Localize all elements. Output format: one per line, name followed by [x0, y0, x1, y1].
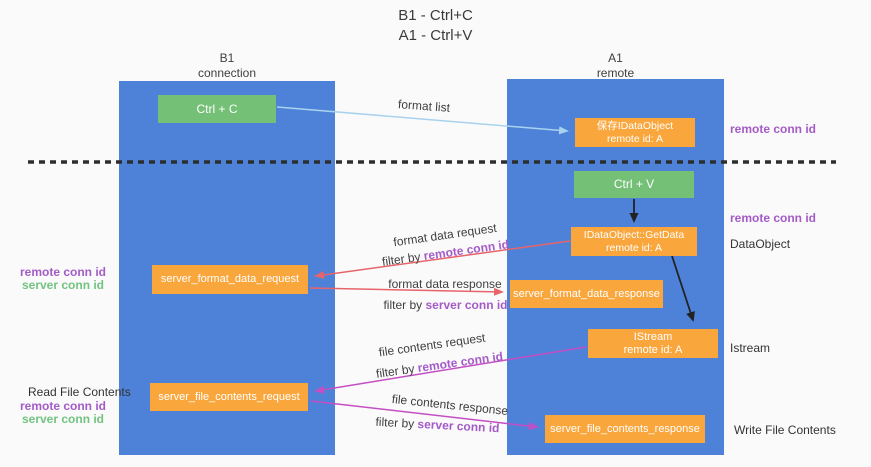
node-getdata-line2: remote id: A — [605, 241, 663, 254]
filter-by-text: filter by — [375, 414, 418, 431]
title-line-2: A1 - Ctrl+V — [398, 27, 473, 44]
remote-conn-id-label: remote conn id — [19, 265, 106, 279]
left-lane-name: B1 — [219, 51, 235, 65]
node-save-dataobject: 保存IDataObject remote id: A — [575, 118, 695, 147]
file-contents-response-filter-label: filter by server conn id — [355, 414, 521, 437]
left-lane-subtitle: connection — [197, 66, 257, 80]
remote-conn-id-label: remote conn id — [19, 399, 106, 413]
node-istream-line1: IStream — [633, 330, 673, 343]
title-line-1: B1 - Ctrl+C — [398, 7, 473, 24]
node-server-format-data-response-label: server_format_data_response — [513, 287, 660, 300]
right-mid-remote-conn-id-label: remote conn id — [730, 211, 817, 225]
node-server-file-contents-request-label: server_file_contents_request — [158, 390, 300, 403]
filter-by-text: filter by — [375, 361, 419, 381]
page-title: B1 - Ctrl+C A1 - Ctrl+V — [0, 6, 871, 46]
node-save-dataobject-line2: remote id: A — [606, 132, 664, 145]
node-server-file-contents-response-label: server_file_contents_response — [550, 422, 700, 435]
right-lane-subtitle: remote — [596, 66, 635, 80]
format-data-response-label: format data response — [388, 277, 502, 291]
right-lane-name: A1 — [608, 51, 623, 65]
dataobject-label: DataObject — [730, 237, 791, 251]
node-getdata-line1: IDataObject::GetData — [583, 228, 685, 241]
left-format-conn-ids: remote conn id server conn id — [10, 266, 116, 292]
node-server-file-contents-response: server_file_contents_response — [545, 415, 705, 443]
read-file-contents-label: Read File Contents — [28, 385, 131, 399]
format-data-response-filter-label: filter by server conn id — [363, 298, 528, 312]
node-server-format-data-response: server_format_data_response — [510, 280, 663, 308]
node-save-dataobject-line1: 保存IDataObject — [596, 119, 674, 132]
filter-by-text: filter by — [383, 298, 426, 312]
right-lane-header: A1 remote — [507, 51, 724, 81]
remote-conn-id-key: remote conn id — [416, 349, 504, 375]
server-conn-id-key: server conn id — [425, 298, 508, 312]
filter-by-text: filter by — [381, 249, 425, 269]
right-top-remote-conn-id-label: remote conn id — [730, 122, 817, 136]
server-conn-id-label: server conn id — [21, 412, 105, 426]
node-istream-line2: remote id: A — [623, 343, 683, 356]
format-list-label: format list — [397, 97, 451, 115]
node-ctrl-v-label: Ctrl + V — [613, 177, 655, 191]
node-ctrl-v: Ctrl + V — [574, 171, 694, 198]
write-file-contents-label: Write File Contents — [734, 423, 836, 437]
node-ctrl-c-label: Ctrl + C — [196, 101, 238, 116]
server-conn-id-key: server conn id — [417, 416, 500, 436]
node-server-format-data-request: server_format_data_request — [152, 265, 308, 294]
node-ctrl-c: Ctrl + C — [158, 95, 276, 123]
node-server-file-contents-request: server_file_contents_request — [150, 383, 308, 411]
node-istream: IStream remote id: A — [588, 329, 718, 358]
node-server-format-data-request-label: server_format_data_request — [160, 273, 300, 285]
istream-side-label: Istream — [730, 341, 771, 355]
node-idataobject-getdata: IDataObject::GetData remote id: A — [571, 227, 697, 256]
left-lane-header: B1 connection — [119, 51, 335, 81]
left-file-conn-ids: remote conn id server conn id — [10, 400, 116, 426]
server-conn-id-label: server conn id — [21, 278, 105, 292]
